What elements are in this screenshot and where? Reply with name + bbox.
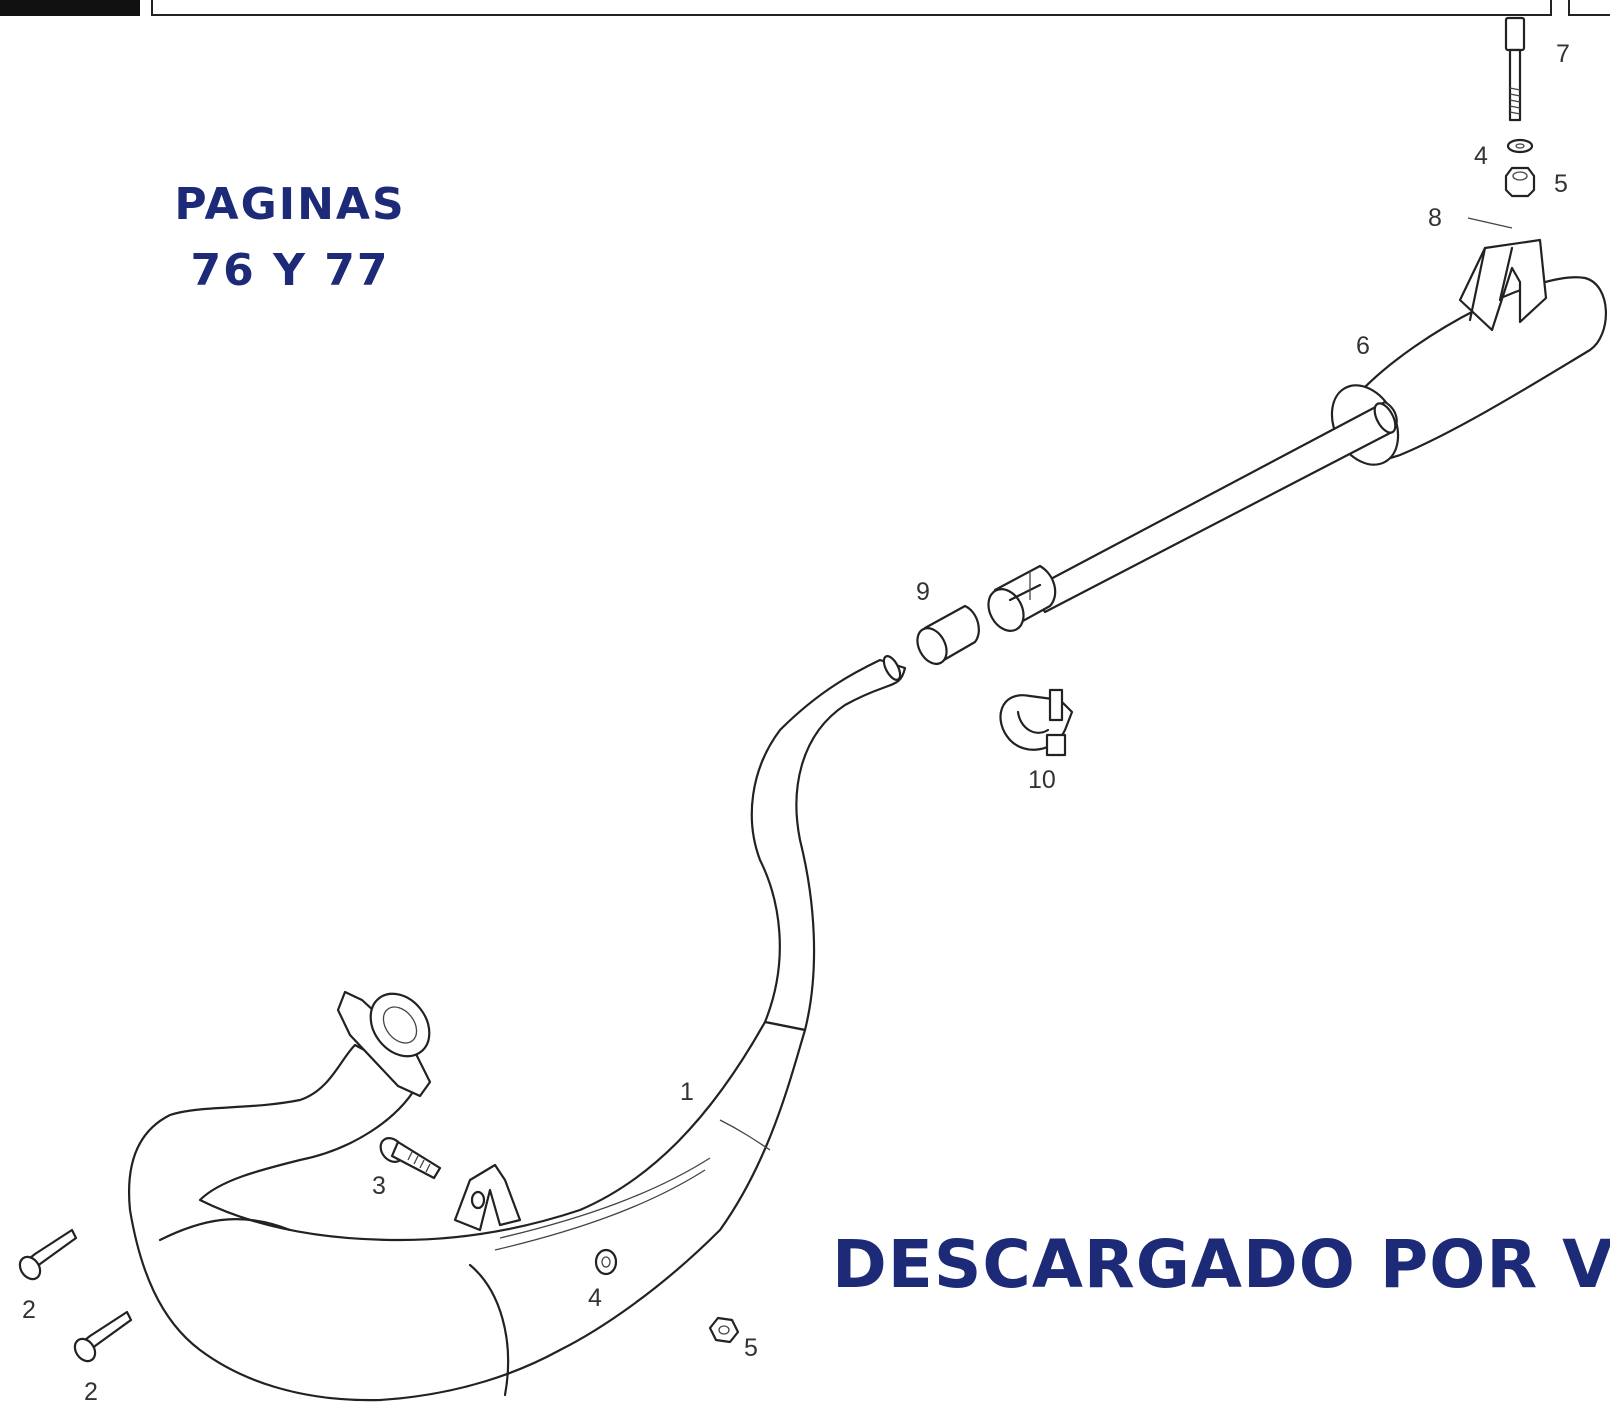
callout-4: 4 [1474, 142, 1488, 170]
nut-part-5-top [1504, 166, 1536, 198]
screw-part-2-a [18, 1228, 78, 1281]
callout-3: 3 [372, 1172, 386, 1200]
callout-9: 9 [916, 578, 930, 606]
callout-10: 10 [1028, 766, 1056, 794]
header-bar [0, 0, 140, 16]
washer-part-4-top [1506, 138, 1534, 154]
sleeve-part-9 [916, 604, 980, 666]
callout-2: 2 [22, 1296, 36, 1324]
silencer-part [987, 238, 1607, 632]
download-watermark: DESCARGADO POR Va [832, 1226, 1610, 1303]
washer-part-4-bottom [594, 1248, 618, 1276]
screw-part-7 [1504, 16, 1526, 122]
nut-part-5-bottom [708, 1316, 740, 1344]
callout-2: 2 [84, 1378, 98, 1406]
callout-6: 6 [1356, 332, 1370, 360]
expansion-chamber-part-1 [128, 655, 907, 1402]
pages-numbers: 76 Y 77 [190, 245, 390, 296]
header-title-box [151, 0, 1552, 16]
callout-7: 7 [1556, 40, 1570, 68]
callout-5: 5 [1554, 170, 1568, 198]
callout-8: 8 [1428, 204, 1442, 232]
screw-part-3 [379, 1137, 442, 1180]
pages-label: PAGINAS [174, 179, 406, 230]
callout-4: 4 [588, 1284, 602, 1312]
callout-5: 5 [744, 1334, 758, 1362]
pages-reference-note: PAGINAS 76 Y 77 [160, 172, 420, 304]
clamp-part-10 [999, 688, 1074, 757]
header-page-box [1568, 0, 1610, 16]
screw-part-2-b [73, 1310, 133, 1363]
callout-1: 1 [680, 1078, 694, 1106]
